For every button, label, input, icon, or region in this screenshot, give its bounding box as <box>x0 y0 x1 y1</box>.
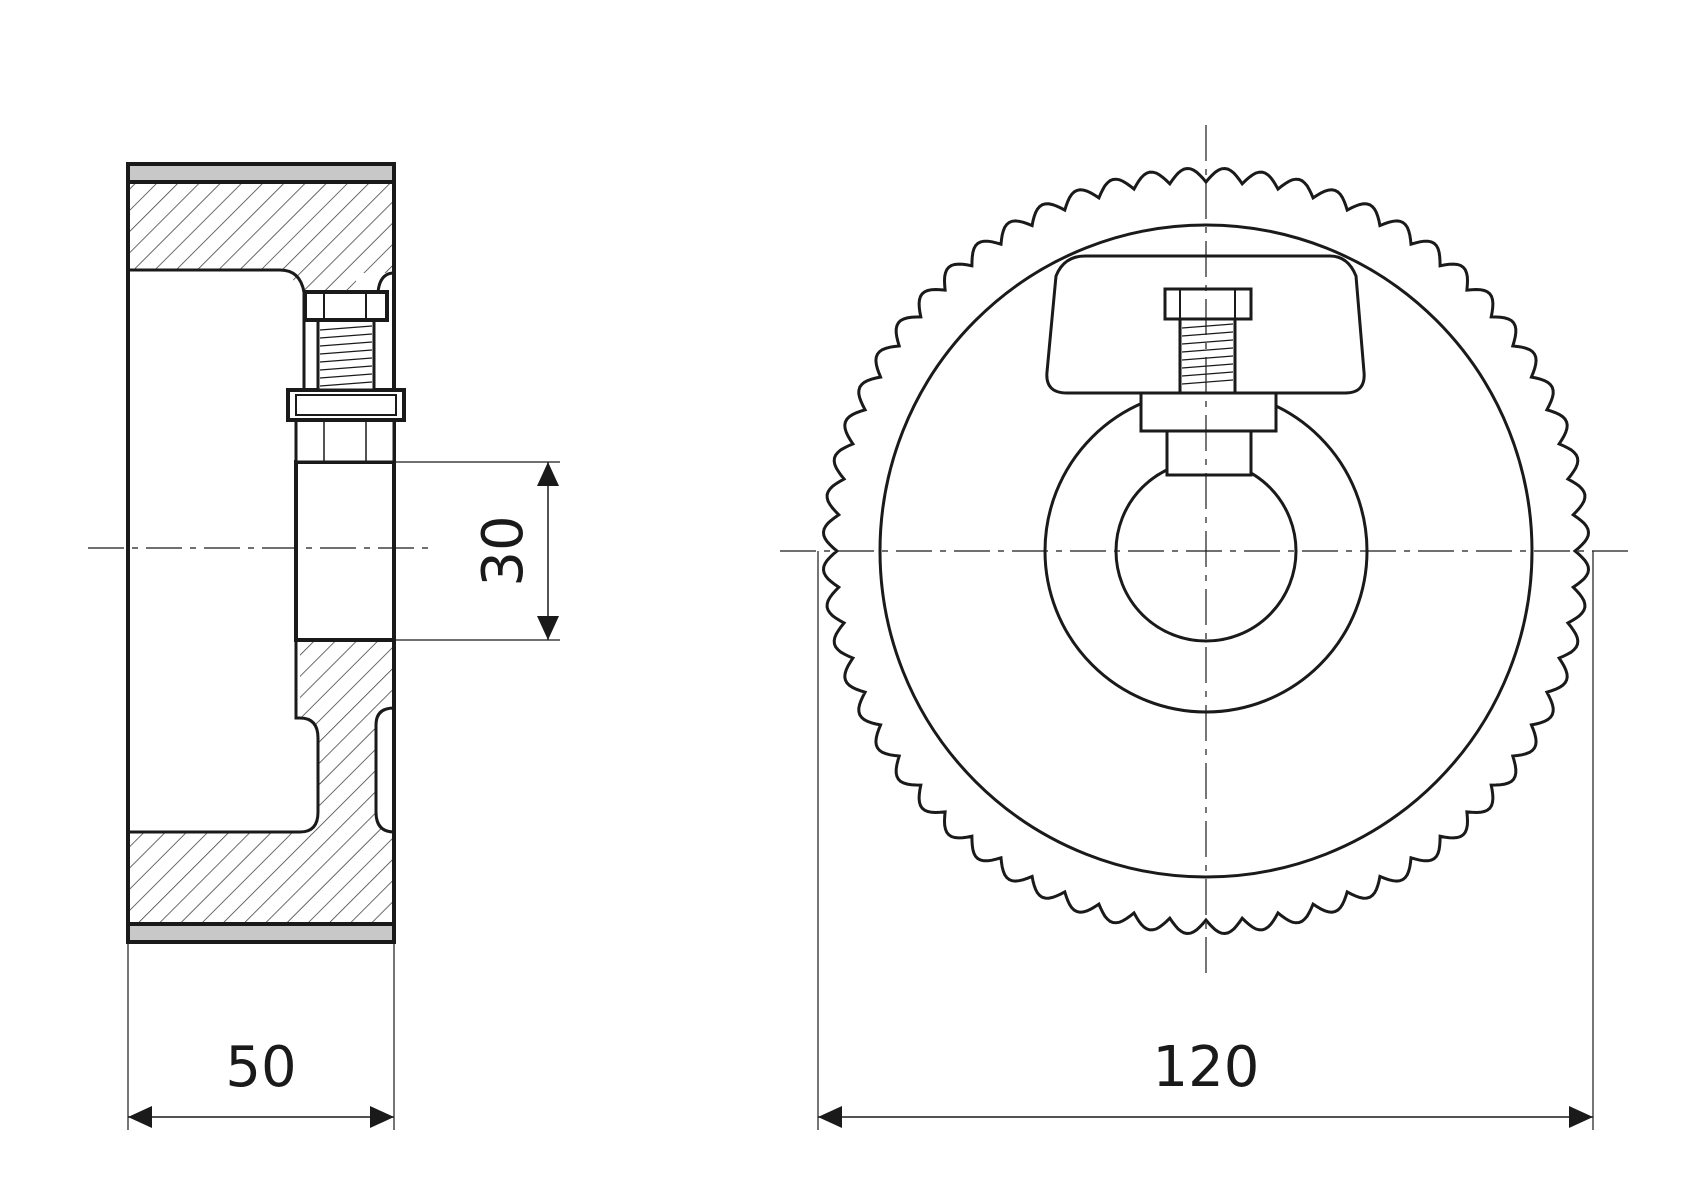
bore-dim-arrow-bottom <box>537 616 559 640</box>
set-screw-nut-inner <box>295 394 397 416</box>
tread-strip-bottom <box>126 922 396 944</box>
diameter-dimension-label: 120 <box>1153 1035 1260 1100</box>
hatched-section-hub <box>128 640 394 832</box>
web-contour-bottom-right <box>374 706 395 834</box>
set-screw-thread <box>316 318 376 392</box>
web-contour-bottom <box>128 640 320 834</box>
front-view: 120 <box>780 125 1632 1130</box>
front-screw-thread-lines <box>1181 323 1234 385</box>
hatched-section-bottom <box>128 832 394 924</box>
diameter-dim-arrow-left <box>818 1106 842 1128</box>
wheel-disc-circle <box>878 223 1534 879</box>
web-contour-top-right <box>376 271 395 293</box>
bore-dim-arrow-top <box>537 462 559 486</box>
web-contour-top <box>128 268 306 398</box>
front-screw-head <box>1163 287 1253 321</box>
hub-bore <box>294 460 396 642</box>
side-section-view: 30 50 <box>88 162 560 1130</box>
knurled-outer-edge <box>821 166 1591 936</box>
front-hub-collar <box>1165 429 1253 477</box>
front-screw-nut <box>1139 391 1278 433</box>
width-dim-arrow-left <box>128 1106 152 1128</box>
hatched-section-top <box>128 182 394 292</box>
tread-strip-top <box>126 162 396 184</box>
bore-dimension-label: 30 <box>471 515 536 586</box>
set-screw-head <box>303 290 389 322</box>
width-dim-arrow-right <box>370 1106 394 1128</box>
diameter-dim-arrow-right <box>1569 1106 1593 1128</box>
set-screw-thread-lines <box>319 325 373 387</box>
width-dimension-label: 50 <box>225 1035 296 1100</box>
